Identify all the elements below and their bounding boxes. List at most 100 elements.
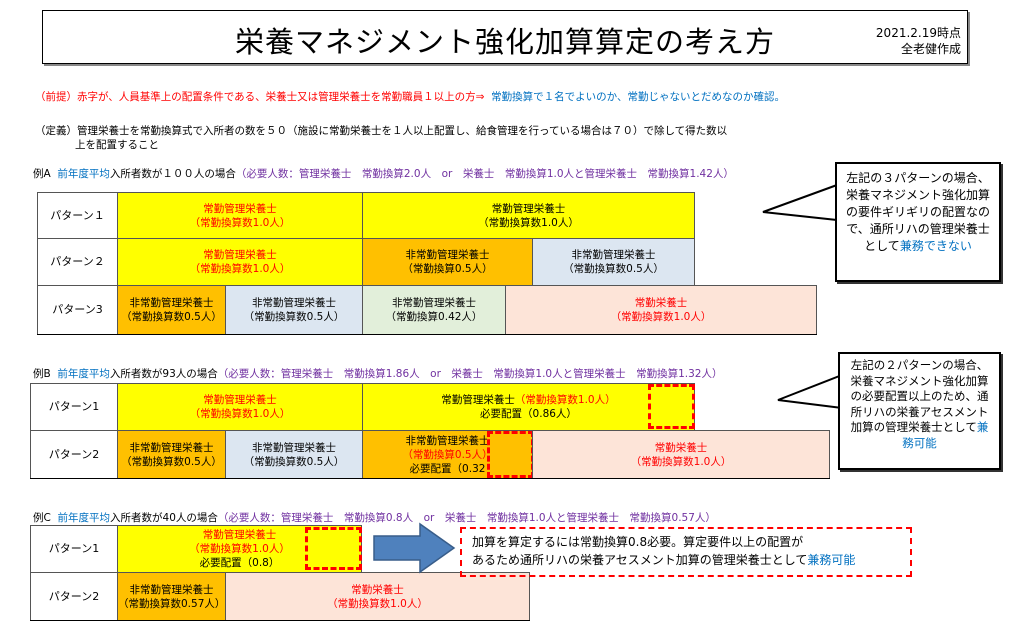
cell-role: 非常勤管理栄養士 <box>405 434 490 447</box>
example-prefix: 前年度平均 <box>57 168 110 180</box>
cell-fte: （常勤換算0.5人） <box>402 263 493 275</box>
row-label: パターン1 <box>30 525 117 572</box>
cell-required: 必要配置（0.32 <box>409 462 486 475</box>
cell-role: 常勤管理栄養士 <box>202 529 277 541</box>
cell-role: 非常勤管理栄養士 <box>129 583 214 596</box>
table-cell: 非常勤管理栄養士 （常勤換算数0.5人） <box>532 238 695 285</box>
cell-role: 常勤栄養士 <box>634 297 688 309</box>
callout-text: 左記の３パターンの場合、栄養マネジメント強化加算の要件ギリギリの配置なので、通所… <box>845 171 990 253</box>
callout-text: 左記の２パターンの場合、栄養マネジメント強化加算の必要配置以上のため、通所リハの… <box>850 358 989 434</box>
cell-required: 必要配置（0.8） <box>199 557 280 569</box>
callout-highlight: 兼務可能 <box>902 420 989 450</box>
example-requirement: （必要人数：管理栄養士 常勤換算0.8人 or 栄養士 常勤換算1.0人と管理栄… <box>217 512 716 524</box>
cell-role: 常勤管理栄養士 <box>203 202 277 215</box>
cell-role: 常勤管理栄養士 <box>203 249 277 261</box>
cell-fte: （常勤換算数1.0人） <box>514 394 616 406</box>
cell-fte: （常勤換算数0.5人） <box>243 311 345 323</box>
definition-line2: 上を配置すること <box>75 139 159 151</box>
callout-a: 左記の３パターンの場合、栄養マネジメント強化加算の要件ギリギリの配置なので、通所… <box>835 162 1001 282</box>
cell-role: 非常勤管理栄養士 <box>405 249 490 261</box>
premise: （前提）赤字が、人員基準上の配置条件である、栄養士又は管理栄養士を常勤職員１以上… <box>35 89 785 104</box>
cell-fte: （常勤換算数1.0人） <box>189 263 291 275</box>
shortfall-dashed-box <box>487 431 534 478</box>
table-cell: 非常勤管理栄養士（常勤換算数0.5人） <box>225 430 362 478</box>
cell-role: 非常勤管理栄養士 <box>252 297 336 309</box>
example-id: 例C <box>33 512 51 524</box>
cell-fte: （常勤換算数1.0人） <box>189 543 290 555</box>
table-cell: 常勤管理栄養士（常勤換算数1.0人） <box>362 192 695 238</box>
cell-role: 常勤管理栄養士 <box>491 202 566 215</box>
premise-blue: 常勤換算で１名でよいのか、常勤じゃないとだめなのか確認。 <box>491 91 785 103</box>
definition-line1: 管理栄養士を常勤換算式で入所者の数を５０（施設に常勤栄養士を１人以上配置し、給食… <box>77 125 728 137</box>
premise-red: 赤字が、人員基準上の配置条件である、栄養士又は管理栄養士を常勤職員１以上の方⇒ <box>77 91 485 103</box>
example-c-heading: 例C 前年度平均入所者数が40人の場合（必要人数：管理栄養士 常勤換算0.8人 … <box>33 510 716 525</box>
cell-role: 常勤管理栄養士 <box>203 394 277 406</box>
example-id: 例A <box>33 168 51 180</box>
title-box: 栄養マネジメント強化加算算定の考え方 2021.2.19時点全老健作成 <box>42 10 968 64</box>
cell-role: 常勤栄養士 <box>654 441 708 454</box>
cell-role: 非常勤管理栄養士 <box>129 441 214 454</box>
cell-fte: （常勤換算数0.5人） <box>563 263 664 275</box>
table-cell: 常勤栄養士（常勤換算数1.0人） <box>532 430 830 478</box>
table-cell: 常勤栄養士（常勤換算数1.0人） <box>505 285 817 334</box>
cell-role: 非常勤管理栄養士 <box>252 441 336 454</box>
table-cell: 非常勤管理栄養士（常勤換算数0.57人） <box>117 572 225 620</box>
table-cell: 非常勤管理栄養士（常勤換算数0.5人） <box>117 430 225 478</box>
cell-fte: （常勤換算数0.5人） <box>121 455 222 468</box>
cell-fte: （常勤換算0.5人） <box>402 448 493 461</box>
table-cell: 常勤管理栄養士（常勤換算数1.0人） 必要配置（0.86人） <box>362 383 695 430</box>
table-cell: 常勤管理栄養士 （常勤換算数1.0人） <box>117 383 362 430</box>
table-cell: 非常勤管理栄養士（常勤換算数0.5人） <box>117 285 225 334</box>
table-cell: 常勤栄養士（常勤換算数1.0人） <box>225 572 530 620</box>
cell-role: 非常勤管理栄養士 <box>392 297 476 309</box>
cell-required: 必要配置（0.86人） <box>480 408 577 420</box>
cell-role: 常勤管理栄養士 <box>441 394 515 406</box>
note-line1: 加算を算定するには常勤換算0.8必要。算定要件以上の配置が <box>472 535 804 549</box>
row-label: パターン２ <box>37 238 117 285</box>
example-prefix: 前年度平均 <box>57 512 111 524</box>
author: 全老健作成 <box>900 42 961 56</box>
callout-highlight: 兼務できない <box>899 239 972 253</box>
cell-fte: （常勤換算数1.0人） <box>327 597 428 610</box>
table-frame <box>37 192 817 335</box>
cell-fte: （常勤換算数1.0人） <box>189 216 291 229</box>
example-id: 例B <box>33 368 51 380</box>
example-requirement: （必要人数：管理栄養士 常勤換算1.86人 or 栄養士 常勤換算1.0人と管理… <box>217 368 723 380</box>
example-text: 入所者数が93人の場合 <box>109 368 218 380</box>
callout-tail <box>762 183 838 222</box>
table-frame <box>30 525 530 621</box>
note-line2: あるため通所リハの栄養アセスメント加算の管理栄養士として <box>472 553 808 567</box>
table-cell: 常勤管理栄養士 （常勤換算数1.0人） <box>117 238 362 285</box>
cell-role: 非常勤管理栄養士 <box>571 249 656 261</box>
definition-label: （定義） <box>35 125 77 137</box>
definition: （定義）管理栄養士を常勤換算式で入所者の数を５０（施設に常勤栄養士を１人以上配置… <box>35 124 727 152</box>
example-b-heading: 例B 前年度平均入所者数が93人の場合（必要人数：管理栄養士 常勤換算1.86人… <box>33 366 722 381</box>
example-text: 入所者数が１００人の場合 <box>109 168 236 180</box>
example-text: 入所者数が40人の場合 <box>110 512 218 524</box>
cell-fte: （常勤換算数0.57人） <box>118 597 226 610</box>
table-cell: 非常勤管理栄養士 （常勤換算0.5人） <box>362 238 532 285</box>
cell-fte: （常勤換算数1.0人） <box>630 455 732 468</box>
callout-b: 左記の２パターンの場合、栄養マネジメント強化加算の必要配置以上のため、通所リハの… <box>838 352 1001 470</box>
row-label: パターン１ <box>37 192 117 238</box>
shortfall-dashed-box <box>648 384 695 429</box>
page-title: 栄養マネジメント強化加算算定の考え方 <box>234 25 775 59</box>
shortfall-dashed-box <box>305 527 362 570</box>
row-label: パターン2 <box>30 430 117 478</box>
example-a-heading: 例A 前年度平均入所者数が１００人の場合（必要人数：管理栄養士 常勤換算2.0人… <box>33 166 734 181</box>
date-stamp: 2021.2.19時点全老健作成 <box>876 25 961 57</box>
premise-label: （前提） <box>35 91 77 103</box>
cell-fte: （常勤換算数1.0人） <box>189 408 291 420</box>
table-cell: 常勤管理栄養士 （常勤換算数1.0人） 必要配置（0.8） <box>117 525 362 572</box>
conclusion-note: 加算を算定するには常勤換算0.8必要。算定要件以上の配置があるため通所リハの栄養… <box>460 527 912 577</box>
row-label: パターン1 <box>30 383 117 430</box>
cell-fte: （常勤換算数1.0人） <box>478 216 579 229</box>
arrow-right-icon <box>373 522 456 574</box>
example-prefix: 前年度平均 <box>57 368 110 380</box>
example-requirement: （必要人数：管理栄養士 常勤換算2.0人 or 栄養士 常勤換算1.0人と管理栄… <box>235 168 734 180</box>
table-cell: 常勤管理栄養士（常勤換算数1.0人） <box>117 192 362 238</box>
date: 2021.2.19時点 <box>875 26 961 40</box>
row-label: パターン3 <box>37 285 117 334</box>
cell-fte: （常勤換算0.42人） <box>385 311 483 323</box>
table-cell: 非常勤管理栄養士 （常勤換算0.42人） <box>362 285 505 334</box>
